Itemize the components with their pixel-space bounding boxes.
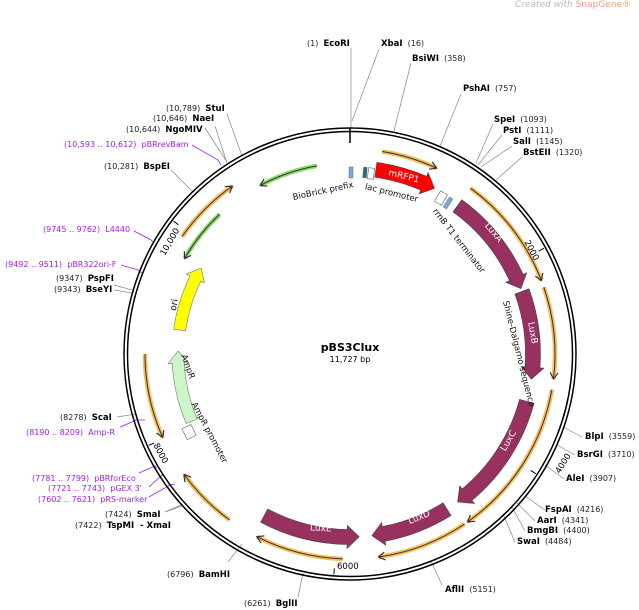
primer-amp-r[interactable]: (8190 .. 8209) Amp-R: [26, 428, 116, 437]
orf-arc-7[interactable]: [142, 353, 165, 439]
credit-brand: SnapGene®: [575, 0, 631, 10]
primer-leader-lines: [119, 144, 222, 498]
primer-prs-marker[interactable]: (7602 .. 7621) pRS-marker: [38, 495, 148, 504]
site-pshai[interactable]: PshAI (757): [463, 84, 517, 94]
site-bmgbi[interactable]: BmgBI (4400): [527, 526, 590, 536]
biobrick-prefix-mark: [348, 166, 354, 179]
site-bseyi[interactable]: (9343) BseYI: [54, 285, 113, 295]
lac-promoter-mark: [367, 167, 375, 180]
gene-arrow-ampr[interactable]: [167, 350, 198, 424]
tick-6000: 6000: [337, 562, 359, 572]
primer-l4440[interactable]: (9745 .. 9762) L4440: [43, 225, 131, 234]
orf-rev-arc-1[interactable]: [259, 163, 318, 188]
snapgene-credit: Created with SnapGene®: [515, 0, 631, 10]
orf-arc-2[interactable]: [541, 286, 559, 381]
gene-arrow-mrfp1[interactable]: [374, 162, 435, 195]
site-spei[interactable]: SpeI (1093): [494, 115, 547, 125]
site-bsteii[interactable]: BstEII (1320): [523, 148, 583, 158]
tick-mark-4000: [530, 469, 537, 475]
gene-arrow-luxc[interactable]: [457, 399, 535, 504]
site-xbai[interactable]: XbaI (16): [381, 39, 425, 49]
tick-mark-8000: [148, 442, 155, 446]
site-bglii[interactable]: (6261) BglII: [244, 599, 298, 609]
orf-arc-0[interactable]: [381, 149, 438, 171]
gene-arrow-luxb[interactable]: [514, 288, 545, 380]
orf-arcs: [142, 149, 559, 562]
site-bsrgi[interactable]: BsrGI (3710): [577, 450, 635, 460]
site-blpi[interactable]: BlpI (3559): [585, 432, 636, 442]
site-fspai[interactable]: FspAI (4216): [545, 505, 604, 515]
site-ecori[interactable]: (1) EcoRI: [307, 39, 350, 49]
small-features: [181, 166, 454, 440]
site-aflii[interactable]: AflII (5151): [445, 585, 496, 595]
site-alei[interactable]: AleI (3907): [566, 474, 617, 484]
site-bspei[interactable]: (10,281) BspEI: [104, 162, 170, 172]
orf-arc-6[interactable]: [182, 473, 231, 522]
primer-pgex3[interactable]: (7721 .. 7743) pGEX 3': [48, 484, 142, 493]
primer-pbrforeco[interactable]: (7781 .. 7799) pBRforEco: [32, 474, 136, 483]
orf-arc-8[interactable]: [180, 184, 234, 238]
site-swai[interactable]: SwaI (4484): [517, 537, 572, 547]
site-bsiwi[interactable]: BsiWI (358): [412, 54, 466, 64]
site-smai[interactable]: (7424) SmaI: [105, 510, 161, 520]
orf-rev-arc-0[interactable]: [182, 212, 222, 260]
site-bamhi[interactable]: (6796) BamHI: [167, 570, 231, 580]
site-tspmi-xmai[interactable]: (7422) TspMI - XmaI: [75, 521, 171, 531]
lac-operator-mark: [362, 166, 368, 179]
primer-pbrrevbam[interactable]: (10,593 .. 10,612) pBRrevBam: [64, 140, 189, 149]
orf-arc-3[interactable]: [466, 389, 555, 524]
plasmid-name: pBS3Clux: [320, 341, 380, 354]
orf-arc-5[interactable]: [255, 534, 343, 562]
site-scai[interactable]: (8278) ScaI: [60, 413, 112, 423]
gene-arrow-luxd[interactable]: [371, 502, 452, 546]
rrnb-terminator-stripe: [442, 196, 454, 210]
site-psti[interactable]: PstI (1111): [503, 126, 554, 136]
orf-arc-4[interactable]: [377, 522, 466, 561]
gene-arrow-luxe[interactable]: [260, 508, 360, 550]
site-stui[interactable]: (10,789) StuI: [166, 104, 225, 114]
rrnb-terminator-mark: [434, 190, 448, 206]
tick-mark-2000: [538, 247, 545, 252]
site-leader-lines: [113, 48, 583, 598]
backbone: [123, 127, 577, 581]
plasmid-size: 11,727 bp: [329, 355, 371, 364]
gene-arrows: [167, 162, 545, 550]
gene-label-luxe: LuxE: [309, 523, 332, 535]
primer-pbr322ori-f[interactable]: (9492 .. 9511) pBR322ori-F: [5, 260, 117, 269]
site-pspfi[interactable]: (9347) PspFI: [56, 274, 114, 284]
site-ngomiv[interactable]: (10,644) NgoMIV: [126, 125, 203, 135]
site-aari[interactable]: AarI (4341): [537, 516, 589, 526]
tick-mark-10000: [173, 220, 179, 226]
site-naei[interactable]: (10,646) NaeI: [153, 114, 215, 124]
gene-arrow-ori[interactable]: [173, 267, 205, 332]
gene-arrow-luxa[interactable]: [452, 199, 528, 289]
ampr-promoter-mark: [181, 424, 197, 440]
credit-prefix: Created with: [514, 0, 576, 10]
orf-arc-1[interactable]: [469, 186, 544, 282]
site-sali[interactable]: SalI (1145): [513, 137, 563, 147]
